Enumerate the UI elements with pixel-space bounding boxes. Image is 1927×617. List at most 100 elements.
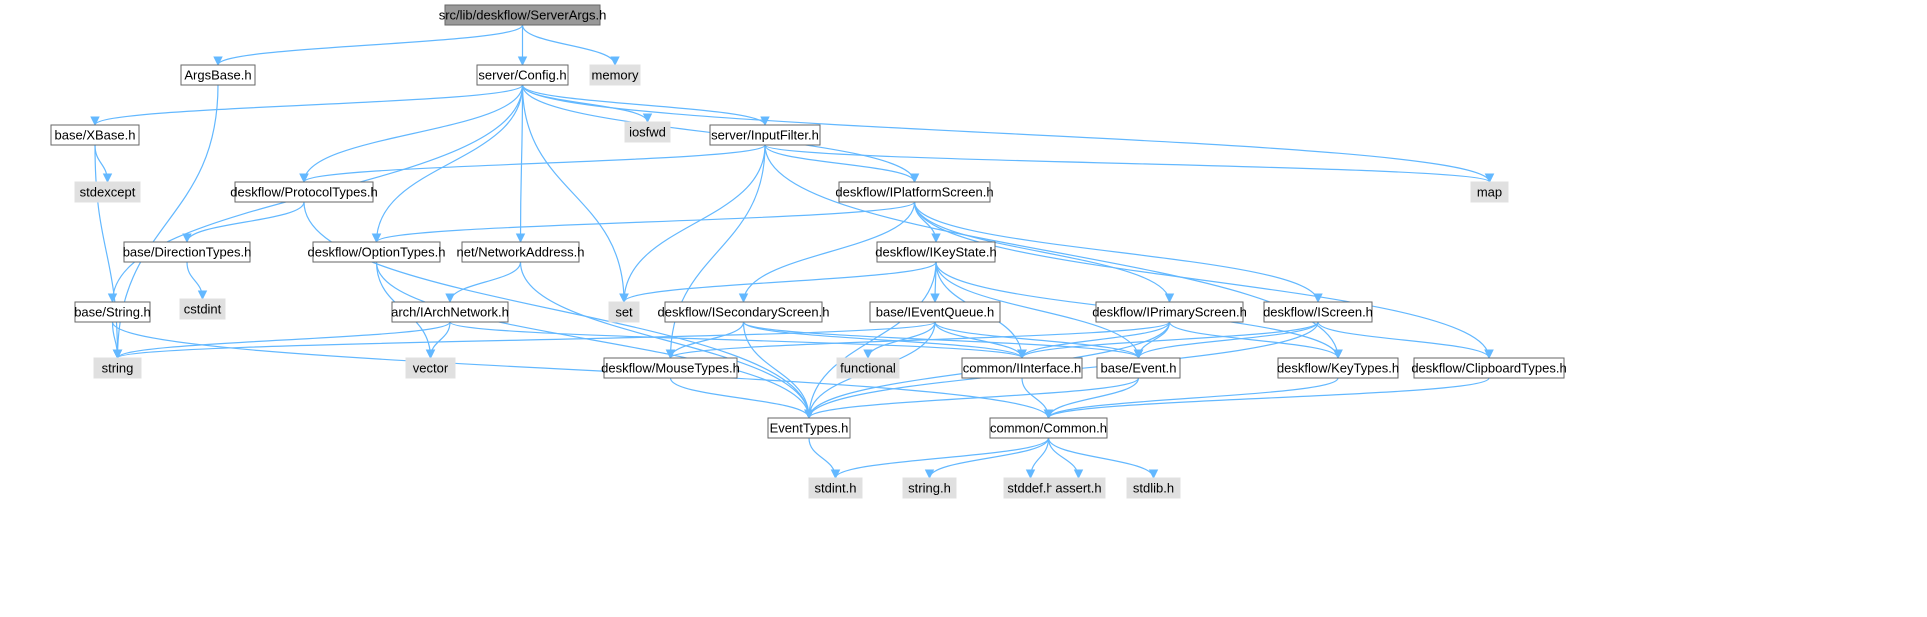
node-cstdint: cstdint	[179, 298, 226, 320]
node-argsbase[interactable]: ArgsBase.h	[180, 64, 256, 86]
edge-inputfilter-to-keytypes	[764, 144, 1343, 359]
node-box-keytypes	[1277, 357, 1399, 379]
node-iplatformscreen[interactable]: deskflow/IPlatformScreen.h	[835, 181, 994, 203]
node-box-assert	[1051, 477, 1106, 499]
node-box-string	[93, 357, 142, 379]
node-label-stringh: string.h	[908, 481, 951, 496]
node-label-map: map	[1477, 185, 1502, 200]
edge-xbase-to-string	[94, 144, 123, 359]
edge-iplatformscreen-to-ikeystate	[913, 201, 941, 243]
edge-config-to-xbase	[90, 84, 524, 126]
edge-iprimaryscreen-to-keytypes	[1168, 321, 1343, 359]
edge-optiontypes-to-eventtypes	[375, 261, 814, 419]
node-label-stdint: stdint.h	[815, 481, 857, 496]
node-label-common: common/Common.h	[990, 421, 1107, 436]
node-label-directiontypes: base/DirectionTypes.h	[123, 245, 252, 260]
node-string_h[interactable]: base/String.h	[74, 301, 151, 323]
node-ieventqueue[interactable]: base/IEventQueue.h	[869, 301, 1001, 323]
edge-iplatformscreen-to-iscreen	[913, 201, 1323, 303]
node-box-ikeystate	[876, 241, 996, 263]
node-box-directiontypes	[123, 241, 251, 263]
node-label-iarchnetwork: arch/IArchNetwork.h	[391, 305, 509, 320]
edge-protocoltypes-to-directiontypes	[182, 201, 305, 243]
edge-serverargs-to-argsbase	[213, 24, 524, 66]
edge-common-to-stdlib	[1047, 437, 1159, 479]
edge-common-to-stddef	[1025, 437, 1050, 479]
edge-iinterface-to-common	[1021, 377, 1054, 419]
node-label-networkaddress: net/NetworkAddress.h	[457, 245, 585, 260]
edge-config-to-optiontypes	[371, 84, 524, 243]
node-keytypes[interactable]: deskflow/KeyTypes.h	[1277, 357, 1399, 379]
node-label-functional: functional	[840, 361, 896, 376]
node-label-mousetypes: deskflow/MouseTypes.h	[601, 361, 740, 376]
edge-common-to-stringh	[924, 437, 1050, 479]
node-box-clipboardtypes	[1413, 357, 1565, 379]
node-label-stddef: stddef.h	[1007, 481, 1053, 496]
node-mousetypes[interactable]: deskflow/MouseTypes.h	[601, 357, 740, 379]
node-box-memory	[589, 64, 641, 86]
node-label-keytypes: deskflow/KeyTypes.h	[1277, 361, 1399, 376]
edge-keytypes-to-common	[1043, 377, 1339, 419]
node-label-isecondaryscreen: deskflow/ISecondaryScreen.h	[658, 305, 830, 320]
node-isecondaryscreen[interactable]: deskflow/ISecondaryScreen.h	[658, 301, 830, 323]
node-protocoltypes[interactable]: deskflow/ProtocolTypes.h	[230, 181, 378, 203]
node-label-string: string	[102, 361, 134, 376]
node-box-isecondaryscreen	[664, 301, 823, 323]
node-box-optiontypes	[312, 241, 441, 263]
node-eventtypes[interactable]: EventTypes.h	[767, 417, 851, 439]
edge-iplatformscreen-to-clipboardtypes	[913, 201, 1494, 359]
node-serverargs[interactable]: src/lib/deskflow/ServerArgs.h	[439, 4, 607, 26]
node-box-map	[1470, 181, 1509, 203]
node-box-iprimaryscreen	[1095, 301, 1244, 323]
node-label-vector: vector	[413, 361, 449, 376]
node-stdint: stdint.h	[808, 477, 863, 499]
node-xbase[interactable]: base/XBase.h	[50, 124, 140, 146]
edge-common-to-stdint	[830, 437, 1050, 479]
node-directiontypes[interactable]: base/DirectionTypes.h	[123, 241, 252, 263]
node-stringh: string.h	[902, 477, 957, 499]
edge-iscreen-to-iinterface	[1017, 321, 1319, 359]
node-iprimaryscreen[interactable]: deskflow/IPrimaryScreen.h	[1092, 301, 1247, 323]
node-iarchnetwork[interactable]: arch/IArchNetwork.h	[391, 301, 509, 323]
edge-iprimaryscreen-to-mousetypes	[665, 321, 1171, 359]
node-iscreen[interactable]: deskflow/IScreen.h	[1263, 301, 1373, 323]
node-box-iinterface	[961, 357, 1083, 379]
node-event[interactable]: base/Event.h	[1096, 357, 1181, 379]
node-clipboardtypes[interactable]: deskflow/ClipboardTypes.h	[1411, 357, 1567, 379]
node-optiontypes[interactable]: deskflow/OptionTypes.h	[307, 241, 446, 263]
edge-iplatformscreen-to-isecondaryscreen	[738, 201, 916, 303]
edge-inputfilter-to-protocoltypes	[299, 144, 766, 183]
node-iinterface[interactable]: common/IInterface.h	[961, 357, 1083, 379]
node-map: map	[1470, 181, 1509, 203]
node-box-serverargs	[444, 4, 601, 26]
node-label-iprimaryscreen: deskflow/IPrimaryScreen.h	[1092, 305, 1247, 320]
edge-eventtypes-to-stdint	[808, 437, 841, 479]
node-label-xbase: base/XBase.h	[55, 128, 136, 143]
node-common[interactable]: common/Common.h	[989, 417, 1108, 439]
node-inputfilter[interactable]: server/InputFilter.h	[709, 124, 821, 146]
edge-iarchnetwork-to-iinterface	[449, 321, 1027, 359]
edge-config-to-inputfilter	[521, 84, 770, 126]
node-box-eventtypes	[767, 417, 851, 439]
node-memory: memory	[589, 64, 641, 86]
node-ikeystate[interactable]: deskflow/IKeyState.h	[875, 241, 997, 263]
edge-inputfilter-to-iplatformscreen	[764, 144, 920, 183]
node-stddef: stddef.h	[1003, 477, 1058, 499]
node-box-iarchnetwork	[391, 301, 509, 323]
node-networkaddress[interactable]: net/NetworkAddress.h	[457, 241, 585, 263]
node-iosfwd: iosfwd	[624, 121, 671, 143]
edge-iarchnetwork-to-string	[112, 321, 451, 359]
node-box-stringh	[902, 477, 957, 499]
node-label-iscreen: deskflow/IScreen.h	[1263, 305, 1373, 320]
edge-xbase-to-stdexcept	[94, 144, 113, 183]
node-label-string_h: base/String.h	[74, 305, 151, 320]
node-label-cstdint: cstdint	[184, 302, 222, 317]
edge-iplatformscreen-to-iprimaryscreen	[913, 201, 1175, 303]
node-box-argsbase	[180, 64, 256, 86]
edge-networkaddress-to-iarchnetwork	[445, 261, 522, 303]
node-config[interactable]: server/Config.h	[476, 64, 569, 86]
node-box-xbase	[50, 124, 140, 146]
node-set: set	[608, 301, 640, 323]
edge-iplatformscreen-to-optiontypes	[371, 201, 916, 243]
